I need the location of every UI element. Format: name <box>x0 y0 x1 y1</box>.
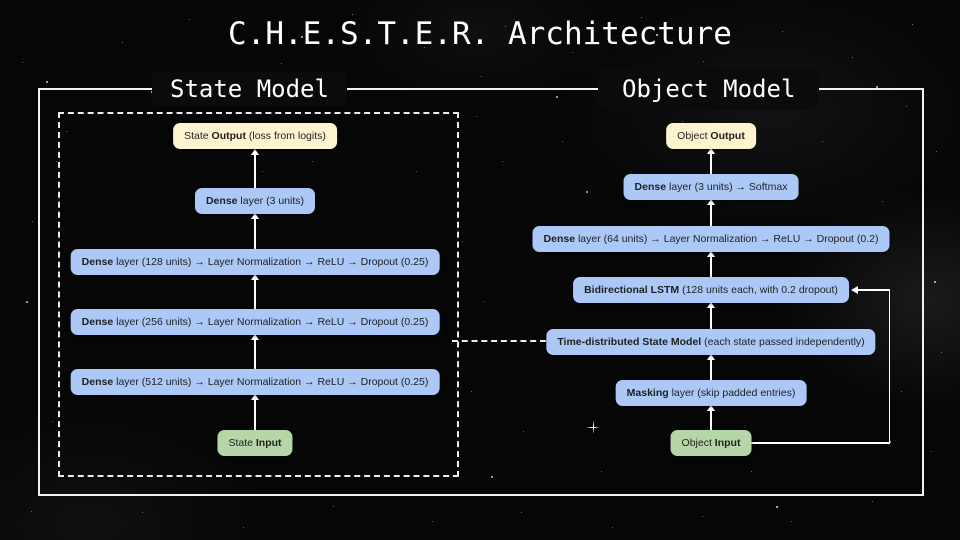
sparkle-star-icon <box>586 420 600 434</box>
node-object-dense-3-softmax: Dense layer (3 units) → Softmax <box>623 174 799 200</box>
arrow-up-icon <box>706 251 716 277</box>
node-object-output: Object Output <box>666 123 756 149</box>
starfield-large <box>0 0 2 2</box>
node-state-dense-3: Dense layer (3 units) <box>194 188 316 214</box>
state-model-label: State Model <box>152 72 347 106</box>
node-state-input: State Input <box>217 430 293 456</box>
arrow-up-icon <box>250 334 260 369</box>
arrow-up-icon <box>250 394 260 430</box>
node-object-masking: Masking layer (skip padded entries) <box>615 380 807 406</box>
arrow-up-icon <box>706 405 716 430</box>
node-state-dense-256: Dense layer (256 units) → Layer Normaliz… <box>70 309 440 335</box>
node-object-input: Object Input <box>670 430 752 456</box>
node-state-dense-512: Dense layer (512 units) → Layer Normaliz… <box>70 369 440 395</box>
page-title: C.H.E.S.T.E.R. Architecture <box>228 16 732 52</box>
object-model-label: Object Model <box>598 68 820 110</box>
state-to-object-dashed-connector <box>452 340 546 342</box>
node-state-dense-128: Dense layer (128 units) → Layer Normaliz… <box>70 249 440 275</box>
arrow-up-icon <box>706 302 716 329</box>
arrow-up-icon <box>706 354 716 380</box>
arrow-up-icon <box>250 213 260 249</box>
arrow-up-icon <box>706 199 716 226</box>
arrow-up-icon <box>706 148 716 174</box>
node-object-bidirectional-lstm: Bidirectional LSTM (128 units each, with… <box>573 277 849 303</box>
feedback-line-top <box>858 289 890 291</box>
diagram-outer-frame <box>38 88 924 496</box>
arrow-up-icon <box>250 149 260 188</box>
state-model-dashed-frame <box>58 112 459 477</box>
arrow-up-icon <box>250 274 260 309</box>
feedback-line-vertical <box>888 289 891 444</box>
feedback-line-bottom <box>750 442 890 444</box>
arrow-left-icon <box>851 285 858 294</box>
node-object-time-distributed: Time-distributed State Model (each state… <box>546 329 876 355</box>
node-object-dense-64: Dense layer (64 units) → Layer Normaliza… <box>532 226 890 252</box>
node-state-output: State Output (loss from logits) <box>173 123 337 149</box>
